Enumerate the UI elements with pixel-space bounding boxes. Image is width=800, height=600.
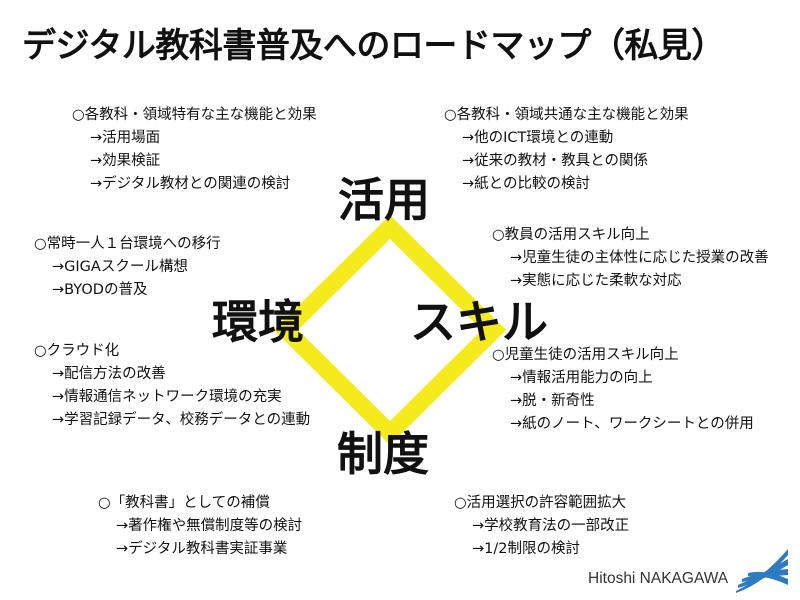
block-item: →著作権や無償制度等の検討 [116,518,303,534]
block-item: →学校教育法の一部改正 [472,518,630,534]
block-left-lower: ○クラウド化 →配信方法の改善 →情報通信ネットワーク環境の充実 →学習記録デー… [34,340,310,432]
block-item: →他のICT環境との連動 [462,130,614,146]
pillar-top-label: 活用 [338,173,430,227]
diamond-shape [273,215,507,445]
block-right-lower: ○児童生徒の活用スキル向上 →情報活用能力の向上 →脱・新奇性 →紙のノート、ワ… [492,344,754,436]
block-item: →活用場面 [90,130,161,146]
page-title: デジタル教科書普及へのロードマップ（私見） [22,26,725,66]
block-bottom-left: ○「教科書」としての補償 →著作権や無償制度等の検討 →デジタル教科書実証事業 [98,492,302,561]
block-top-right: ○各教科・領域共通な主な機能と効果 →他のICT環境との連動 →従来の教材・教具… [444,104,689,196]
block-item: →デジタル教材との関連の検討 [90,176,291,192]
block-item: →従来の教材・教具との関係 [462,153,649,169]
block-heading: ○活用選択の許容範囲拡大 [454,495,627,511]
block-heading: ○「教科書」としての補償 [98,495,270,511]
block-item: →紙のノート、ワークシートとの併用 [510,416,754,432]
block-heading: ○常時一人１台環境への移行 [34,236,221,252]
block-item: →BYODの普及 [52,282,148,298]
block-top-left: ○各教科・領域特有な主な機能と効果 →活用場面 →効果検証 →デジタル教材との関… [72,104,317,196]
block-left-upper: ○常時一人１台環境への移行 →GIGAスクール構想 →BYODの普及 [34,233,221,302]
block-item: →配信方法の改善 [52,366,166,382]
block-heading: ○児童生徒の活用スキル向上 [492,347,679,363]
block-heading: ○クラウド化 [34,343,120,359]
block-item: →学習記録データ、校務データとの連動 [52,412,311,428]
block-item: →1/2制限の検討 [472,541,580,557]
block-item: →情報通信ネットワーク環境の充実 [52,389,282,405]
block-heading: ○各教科・領域特有な主な機能と効果 [72,107,317,123]
block-right-upper: ○教員の活用スキル向上 →児童生徒の主体性に応じた授業の改善 →実態に応じた柔軟… [492,224,769,293]
block-item: →効果検証 [90,153,161,169]
block-item: →GIGAスクール構想 [52,259,188,275]
pillar-bottom-label: 制度 [337,427,429,481]
block-item: →脱・新奇性 [510,393,595,409]
author-logo-icon [736,549,788,593]
block-item: →児童生徒の主体性に応じた授業の改善 [510,250,769,266]
block-heading: ○教員の活用スキル向上 [492,227,650,243]
block-bottom-right: ○活用選択の許容範囲拡大 →学校教育法の一部改正 →1/2制限の検討 [454,492,629,561]
author-name: Hitoshi NAKAGAWA [588,570,729,587]
pillar-left-label: 環境 [212,295,304,349]
block-item: →情報活用能力の向上 [510,370,653,386]
block-heading: ○各教科・領域共通な主な機能と効果 [444,107,689,123]
block-item: →紙との比較の検討 [462,176,591,192]
block-item: →デジタル教科書実証事業 [116,541,288,557]
pillar-right-label: スキル [410,295,548,349]
block-item: →実態に応じた柔軟な対応 [510,273,682,289]
